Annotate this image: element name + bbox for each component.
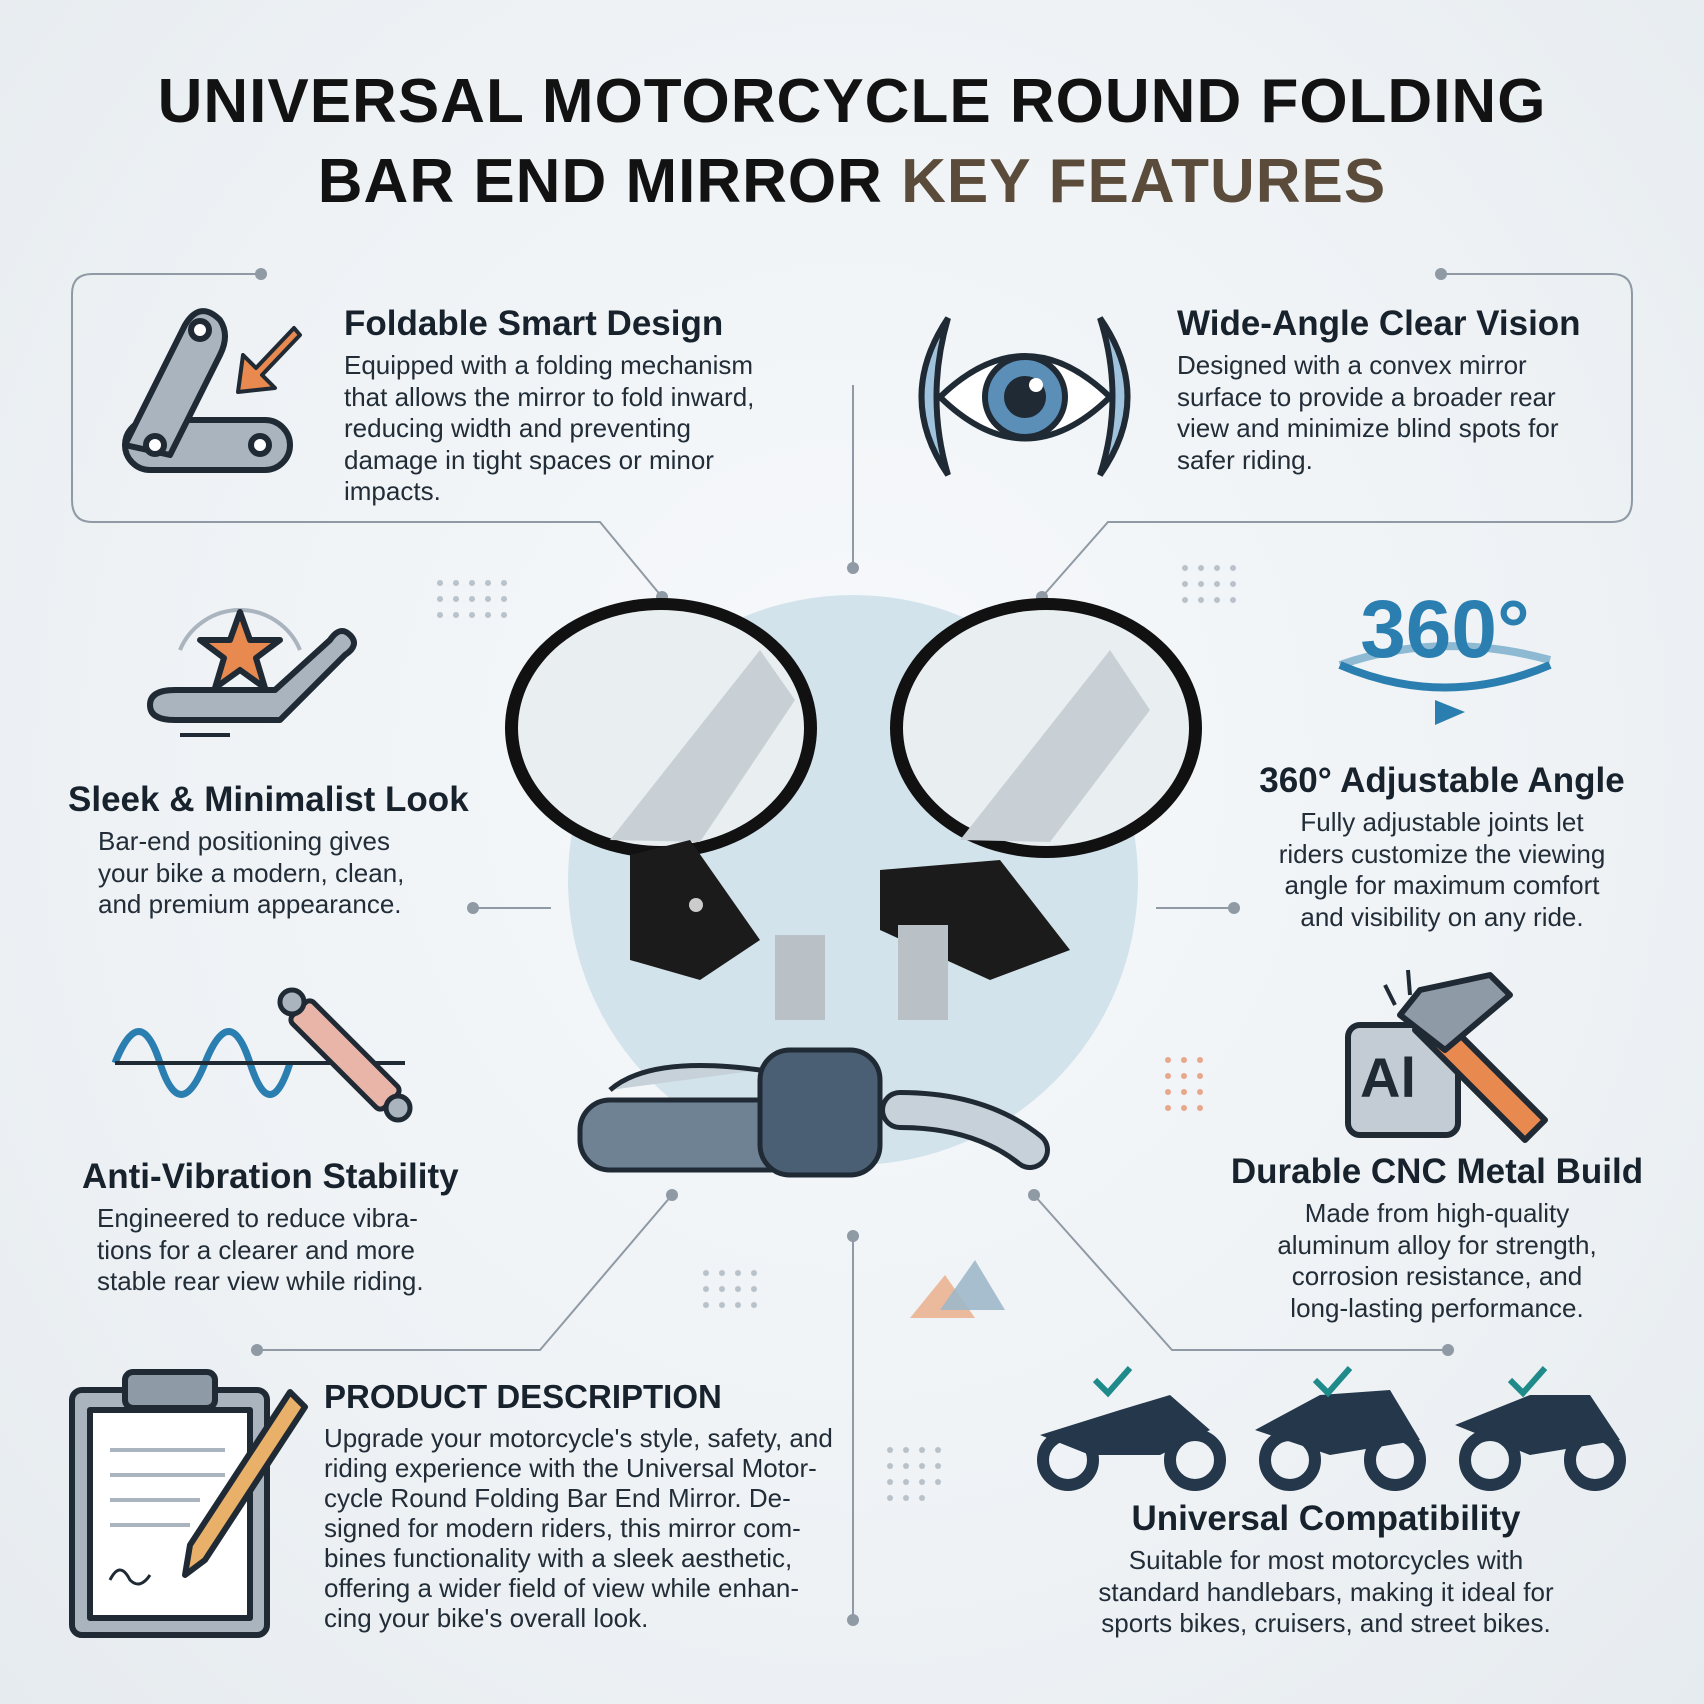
eye-icon	[918, 316, 1131, 477]
feature-heading: Foldable Smart Design	[344, 304, 724, 343]
body-line: stable rear view while riding.	[97, 1266, 424, 1296]
body-line: Made from high-quality	[1304, 1198, 1570, 1228]
feature-heading: Sleek & Minimalist Look	[68, 780, 469, 819]
folding-hinge-icon	[122, 308, 302, 473]
feature-anti-vibration: Anti-Vibration Stability Engineered to r…	[82, 1157, 502, 1298]
body-line: Equipped with a folding mechanism	[344, 350, 754, 380]
feature-heading: Durable CNC Metal Build	[1230, 1152, 1644, 1191]
body-line: corrosion resistance, and	[1291, 1261, 1583, 1291]
body-line: damage in tight spaces or minor	[344, 444, 714, 475]
body-line: impacts.	[344, 476, 441, 506]
feature-body: Engineered to reduce vibra-tions for a c…	[82, 1203, 502, 1298]
right-mirror	[880, 598, 1202, 1020]
body-line: surface to provide a broader rear	[1177, 381, 1556, 412]
body-line: Suitable for most motorcycles with	[1128, 1545, 1524, 1575]
body-line: bines functionality with a sleek aesthet…	[324, 1543, 793, 1573]
body-line: and premium appearance.	[98, 889, 402, 919]
body-line: riding experience with the Universal Mot…	[324, 1453, 817, 1483]
badge-360: 360°	[1360, 584, 1530, 675]
feature-heading: Anti-Vibration Stability	[82, 1157, 459, 1196]
feature-adjustable: 360° Adjustable Angle Fully adjustable j…	[1222, 761, 1662, 933]
body-line: Upgrade your motorcycle's style, safety,…	[324, 1423, 833, 1453]
feature-compatibility: Universal Compatibility Suitable for mos…	[1076, 1499, 1576, 1640]
connector-lines	[71, 273, 1633, 1620]
body-line: cycle Round Folding Bar End Mirror. De-	[324, 1483, 791, 1513]
body-line: Bar-end positioning gives	[98, 826, 390, 856]
body-line: angle for maximum comfort	[1284, 870, 1600, 900]
dot-grids	[437, 565, 1236, 1501]
feature-heading: 360° Adjustable Angle	[1259, 761, 1625, 800]
body-line: signed for modern riders, this mirror co…	[324, 1513, 801, 1543]
vibration-shock-icon	[111, 987, 413, 1123]
left-mirror	[505, 598, 825, 1020]
body-line: view and minimize blind spots for	[1177, 413, 1559, 443]
dot-grid-orange	[1165, 1057, 1203, 1111]
body-line: Engineered to reduce vibra-	[97, 1203, 418, 1233]
body-line: that allows the mirror to fold inward,	[344, 381, 755, 412]
check-icons	[1092, 1366, 1548, 1398]
feature-sleek: Sleek & Minimalist Look Bar-end position…	[68, 780, 488, 921]
body-line: tions for a clearer and more	[97, 1234, 415, 1265]
body-line: riders customize the viewing	[1278, 838, 1606, 869]
feature-wide-angle: Wide-Angle Clear Vision Designed with a …	[1177, 304, 1581, 476]
description-heading: PRODUCT DESCRIPTION	[324, 1378, 722, 1415]
body-line: aluminum alloy for strength,	[1277, 1229, 1597, 1260]
feature-foldable: Foldable Smart Design Equipped with a fo…	[344, 304, 754, 508]
feature-durable: Durable CNC Metal Build Made from high-q…	[1217, 1152, 1657, 1324]
body-line: standard handlebars, making it ideal for	[1098, 1576, 1554, 1607]
body-line: Fully adjustable joints let	[1300, 807, 1584, 837]
body-line: and visibility on any ride.	[1300, 901, 1584, 932]
triangles-decoration	[910, 1260, 1005, 1318]
body-line: reducing width and preventing	[344, 413, 691, 443]
aluminum-badge: Al	[1360, 1046, 1416, 1109]
motorcycles-icon	[1037, 1390, 1626, 1491]
body-line: cing your bike's overall look.	[324, 1603, 649, 1633]
feature-body: Upgrade your motorcycle's style, safety,…	[324, 1423, 833, 1633]
body-line: your bike a modern, clean,	[98, 857, 405, 888]
body-line: Designed with a convex mirror	[1177, 350, 1527, 380]
feature-heading: Universal Compatibility	[1131, 1499, 1521, 1538]
rotation-360-icon	[1338, 642, 1552, 725]
title-line-1: UNIVERSAL MOTORCYCLE ROUND FOLDING	[157, 67, 1547, 136]
product-description: PRODUCT DESCRIPTION Upgrade your motorcy…	[324, 1377, 833, 1633]
handlebar-illustration	[577, 1047, 1050, 1178]
body-line: long-lasting performance.	[1290, 1292, 1584, 1323]
body-line: offering a wider field of view while enh…	[324, 1573, 800, 1603]
title-line-2: BAR END MIRROR KEY FEATURES	[0, 146, 1704, 218]
body-line: safer riding.	[1177, 444, 1313, 475]
star-handlebar-icon	[147, 608, 357, 737]
title-accent: KEY FEATURES	[901, 147, 1387, 216]
clipboard-pencil-icon	[69, 1369, 308, 1638]
title-main: BAR END MIRROR	[317, 147, 902, 216]
body-line: sports bikes, cruisers, and street bikes…	[1101, 1608, 1551, 1638]
feature-heading: Wide-Angle Clear Vision	[1177, 304, 1581, 343]
aluminum-hammer-icon	[1345, 969, 1548, 1143]
